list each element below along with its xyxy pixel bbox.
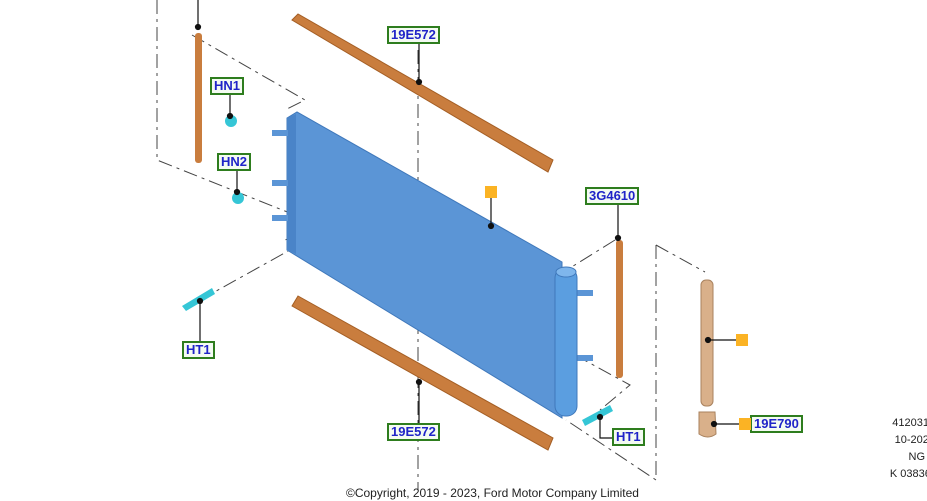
receiver-drier <box>700 279 714 407</box>
meta-line-1: 412031 <box>892 417 927 429</box>
callout-seal-side[interactable]: 3G4610 <box>585 187 640 205</box>
diagram-meta: 412031 10-2023 NG K 038364 <box>890 415 927 483</box>
copyright: ©Copyright, 2019 - 2023, Ford Motor Comp… <box>346 486 639 500</box>
callout-drier[interactable]: 19E790 <box>750 415 803 433</box>
callout-seal-top[interactable]: 19E572 <box>387 26 440 44</box>
seal-strip-bottom <box>291 295 554 451</box>
callout-hn2[interactable]: HN2 <box>217 153 252 171</box>
callout-hn1[interactable]: HN1 <box>210 77 245 95</box>
meta-line-3: NG <box>908 451 926 463</box>
note-marker-condenser[interactable] <box>485 186 497 198</box>
callout-ht1-left[interactable]: HT1 <box>182 341 215 359</box>
drier-filter <box>698 411 717 438</box>
seal-strip-right <box>616 240 623 378</box>
callout-seal-bottom[interactable]: 19E572 <box>387 423 440 441</box>
callout-ht1-right[interactable]: HT1 <box>612 428 645 446</box>
seal-strip-top <box>291 13 554 173</box>
seal-strip-left <box>195 33 202 163</box>
meta-line-4: K 038364 <box>889 468 927 480</box>
note-marker-drier[interactable] <box>736 334 748 346</box>
fitting-hn2 <box>232 192 244 204</box>
note-marker-filter[interactable] <box>739 418 751 430</box>
condenser-tank <box>554 266 578 417</box>
meta-line-2: 10-2023 <box>894 434 927 446</box>
